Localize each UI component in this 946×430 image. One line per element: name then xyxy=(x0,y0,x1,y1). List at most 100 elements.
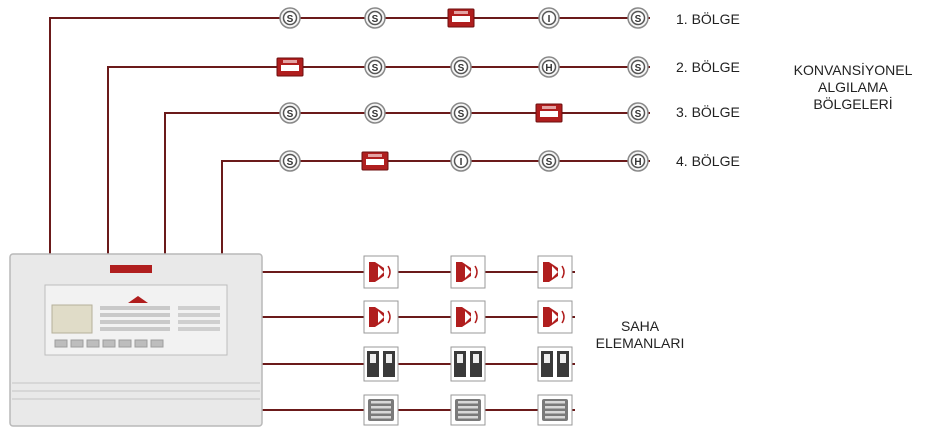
field-3-io-module-icon-3-left-window xyxy=(544,354,550,363)
zone-3-smoke-detector-icon-1: S xyxy=(279,102,301,124)
zone-label-1: 1. BÖLGE xyxy=(676,11,740,27)
field-1-siren-icon-2-cone xyxy=(465,266,471,278)
zone-wire-4 xyxy=(221,160,650,254)
zone-3-smoke-detector-icon-3-inner xyxy=(453,105,469,121)
panel-indicator-row xyxy=(100,306,170,310)
panel-logo xyxy=(110,265,152,273)
zone-2-smoke-detector-icon-3-letter: S xyxy=(458,63,465,74)
panel-text-row xyxy=(178,320,220,324)
field-2-siren-icon-2-wave xyxy=(474,310,478,324)
zone-2-smoke-detector-icon-5-letter: S xyxy=(635,63,642,74)
zone-4-smoke-detector-icon-4-inner xyxy=(541,153,557,169)
zone-2-smoke-detector-icon-5: S xyxy=(627,56,649,78)
panel-key xyxy=(54,339,68,348)
field-3-io-module-icon-3 xyxy=(537,346,573,382)
control-panel xyxy=(9,253,263,427)
zone-3-smoke-detector-icon-5-letter: S xyxy=(635,109,642,120)
zone-3-smoke-detector-icon-2-letter: S xyxy=(372,109,379,120)
panel-indicator-row xyxy=(100,320,170,324)
field-4-relay-module-icon-3-slot xyxy=(545,411,565,414)
panel-warning-icon xyxy=(128,296,148,303)
zone-1-smoke-detector-icon-5: S xyxy=(627,7,649,29)
zone-3-smoke-detector-icon-3-letter: S xyxy=(458,109,465,120)
zone-2-smoke-detector-icon-2-inner xyxy=(367,59,383,75)
field-2-siren-icon-1 xyxy=(363,300,399,334)
field-4-relay-module-icon-3-slot xyxy=(545,406,565,409)
panel-text-row xyxy=(178,306,220,310)
field-4-relay-module-icon-3-slot xyxy=(545,401,565,404)
field-3-io-module-icon-1 xyxy=(363,346,399,382)
zone-2-smoke-detector-icon-5-inner xyxy=(630,59,646,75)
field-1-siren-icon-1-horn xyxy=(369,262,384,282)
zone-1-smoke-detector-icon-1-letter: S xyxy=(287,14,294,25)
field-1-siren-icon-3 xyxy=(537,255,573,289)
zone-2-heat-detector-icon-4-letter: H xyxy=(545,63,552,74)
field-2-siren-icon-3-wave xyxy=(561,310,565,324)
zone-3-smoke-detector-icon-2: S xyxy=(364,102,386,124)
field-4-relay-module-icon-2 xyxy=(450,394,486,426)
zone-devices: S S I S S S H S S S S S S I S H xyxy=(276,7,649,172)
field-1-siren-icon-2-wave xyxy=(474,265,478,279)
zone-2-heat-detector-icon-4: H xyxy=(538,56,560,78)
field-4-relay-module-icon-3-slot xyxy=(545,416,565,419)
field-4-relay-module-icon-2-body xyxy=(455,399,481,421)
zone-1-manual-call-point-icon-3-text xyxy=(454,11,468,14)
field-2-siren-icon-2 xyxy=(450,300,486,334)
panel-text-row xyxy=(178,327,220,331)
zone-4-smoke-detector-icon-4-letter: S xyxy=(546,157,553,168)
panel-key xyxy=(86,339,100,348)
zone-4-ionization-detector-icon-3-inner xyxy=(453,153,469,169)
field-2-siren-icon-1-wave xyxy=(387,310,391,324)
field-1-siren-icon-1 xyxy=(363,255,399,289)
zone-1-smoke-detector-icon-2-inner xyxy=(367,10,383,26)
field-devices xyxy=(363,255,573,426)
field-4-relay-module-icon-2-slot xyxy=(458,406,478,409)
field-4-relay-module-icon-1-slot xyxy=(371,416,391,419)
field-2-siren-icon-3-cone xyxy=(552,311,558,323)
zone-2-manual-call-point-icon-1-glass xyxy=(281,65,299,71)
zone-4-heat-detector-icon-5-letter: H xyxy=(634,157,641,168)
field-1-siren-icon-2 xyxy=(450,255,486,289)
zone-3-manual-call-point-icon-4 xyxy=(535,103,563,123)
zone-1-smoke-detector-icon-2: S xyxy=(364,7,386,29)
zone-4-manual-call-point-icon-2 xyxy=(361,151,389,171)
panel-key xyxy=(134,339,148,348)
zone-2-smoke-detector-icon-3-inner xyxy=(453,59,469,75)
panel-key xyxy=(102,339,116,348)
field-4-relay-module-icon-1-body xyxy=(368,399,394,421)
field-group-label: SAHA ELEMANLARI xyxy=(595,318,685,351)
zone-1-ionization-detector-icon-4: I xyxy=(538,7,560,29)
zone-3-smoke-detector-icon-1-letter: S xyxy=(287,109,294,120)
zone-4-ionization-detector-icon-3: I xyxy=(450,150,472,172)
zone-3-smoke-detector-icon-1-inner xyxy=(282,105,298,121)
zone-4-manual-call-point-icon-2-text xyxy=(368,154,382,157)
zone-4-smoke-detector-icon-1-inner xyxy=(282,153,298,169)
field-4-relay-module-icon-3 xyxy=(537,394,573,426)
field-1-siren-icon-3-cone xyxy=(552,266,558,278)
field-1-siren-icon-3-wave xyxy=(561,265,565,279)
field-1-siren-icon-1-cone xyxy=(378,266,384,278)
field-1-siren-icon-2-horn xyxy=(456,262,471,282)
zone-3-smoke-detector-icon-3: S xyxy=(450,102,472,124)
zone-4-smoke-detector-icon-4: S xyxy=(538,150,560,172)
field-3-io-module-icon-2-right-window xyxy=(473,354,479,363)
panel-key xyxy=(118,339,132,348)
zones-group-label: KONVANSİYONEL ALGILAMA BÖLGELERİ xyxy=(793,62,913,112)
field-1-siren-icon-3-horn xyxy=(543,262,558,282)
zone-1-ionization-detector-icon-4-inner xyxy=(541,10,557,26)
zone-3-smoke-detector-icon-5: S xyxy=(627,102,649,124)
field-4-relay-module-icon-2-slot xyxy=(458,411,478,414)
zone-2-smoke-detector-icon-2: S xyxy=(364,56,386,78)
panel-key xyxy=(70,339,84,348)
zone-3-smoke-detector-icon-2-inner xyxy=(367,105,383,121)
field-4-relay-module-icon-1-slot xyxy=(371,406,391,409)
zone-4-heat-detector-icon-5: H xyxy=(627,150,649,172)
field-2-siren-icon-3 xyxy=(537,300,573,334)
field-4-relay-module-icon-3-body xyxy=(542,399,568,421)
zone-2-smoke-detector-icon-2-letter: S xyxy=(372,63,379,74)
field-4-relay-module-icon-2-slot xyxy=(458,401,478,404)
zone-label-4: 4. BÖLGE xyxy=(676,153,740,169)
zone-4-manual-call-point-icon-2-glass xyxy=(366,159,384,165)
zone-4-smoke-detector-icon-1: S xyxy=(279,150,301,172)
